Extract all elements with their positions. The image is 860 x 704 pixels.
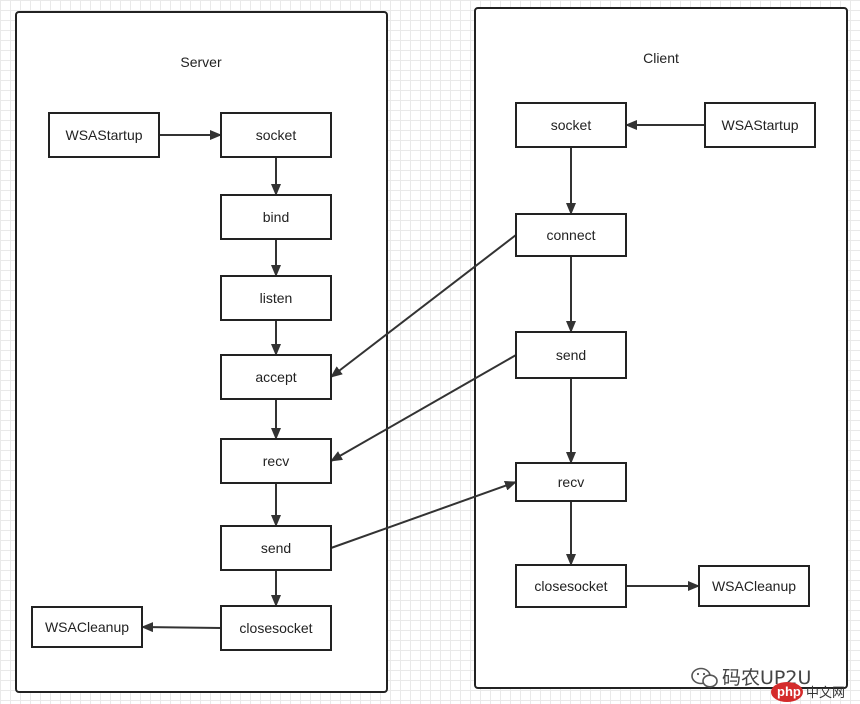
server-socket-node: socket bbox=[220, 112, 332, 158]
server-wsacleanup-node: WSACleanup bbox=[31, 606, 143, 648]
edge-s_closesocket-to-s_wsacleanup bbox=[141, 622, 222, 633]
server-closesocket-label: closesocket bbox=[239, 620, 312, 636]
client-wsastartup-node: WSAStartup bbox=[704, 102, 816, 148]
php-logo-text: 中文网 bbox=[806, 686, 845, 701]
edges bbox=[141, 120, 705, 633]
server-accept-node: accept bbox=[220, 354, 332, 400]
client-recv-node: recv bbox=[515, 462, 627, 502]
server-wsastartup-label: WSAStartup bbox=[65, 127, 142, 143]
server-send-node: send bbox=[220, 525, 332, 571]
client-title: Client bbox=[643, 50, 679, 66]
server-recv-node: recv bbox=[220, 438, 332, 484]
server-wsacleanup-label: WSACleanup bbox=[45, 619, 129, 635]
client-closesocket-node: closesocket bbox=[515, 564, 627, 608]
client-send-label: send bbox=[556, 347, 586, 363]
client-socket-label: socket bbox=[551, 117, 592, 133]
server-accept-label: accept bbox=[255, 369, 296, 385]
client-send-node: send bbox=[515, 331, 627, 379]
client-connect-node: connect bbox=[515, 213, 627, 257]
server-listen-node: listen bbox=[220, 275, 332, 321]
client-wsacleanup-label: WSACleanup bbox=[712, 578, 796, 594]
edge-c_connect-to-s_accept bbox=[330, 234, 517, 378]
client-socket-node: socket bbox=[515, 102, 627, 148]
client-wsastartup-label: WSAStartup bbox=[721, 117, 798, 133]
server-closesocket-node: closesocket bbox=[220, 605, 332, 651]
server-panel bbox=[15, 11, 388, 693]
client-wsacleanup-node: WSACleanup bbox=[698, 565, 810, 607]
server-socket-label: socket bbox=[256, 127, 297, 143]
php-logo-brand: php bbox=[777, 684, 801, 699]
server-bind-node: bind bbox=[220, 194, 332, 240]
server-title: Server bbox=[180, 54, 222, 70]
client-connect-label: connect bbox=[546, 227, 595, 243]
server-recv-label: recv bbox=[263, 453, 289, 469]
client-closesocket-label: closesocket bbox=[534, 578, 607, 594]
client-recv-label: recv bbox=[558, 474, 584, 490]
server-bind-label: bind bbox=[263, 209, 289, 225]
client-panel bbox=[474, 7, 848, 689]
server-wsastartup-node: WSAStartup bbox=[48, 112, 160, 158]
server-listen-label: listen bbox=[260, 290, 293, 306]
edge-c_send-to-s_recv bbox=[330, 354, 517, 462]
server-send-label: send bbox=[261, 540, 291, 556]
edge-s_send-to-c_recv bbox=[330, 480, 517, 549]
wechat-icon bbox=[691, 667, 718, 688]
php-logo: php 中文网 bbox=[771, 682, 845, 702]
